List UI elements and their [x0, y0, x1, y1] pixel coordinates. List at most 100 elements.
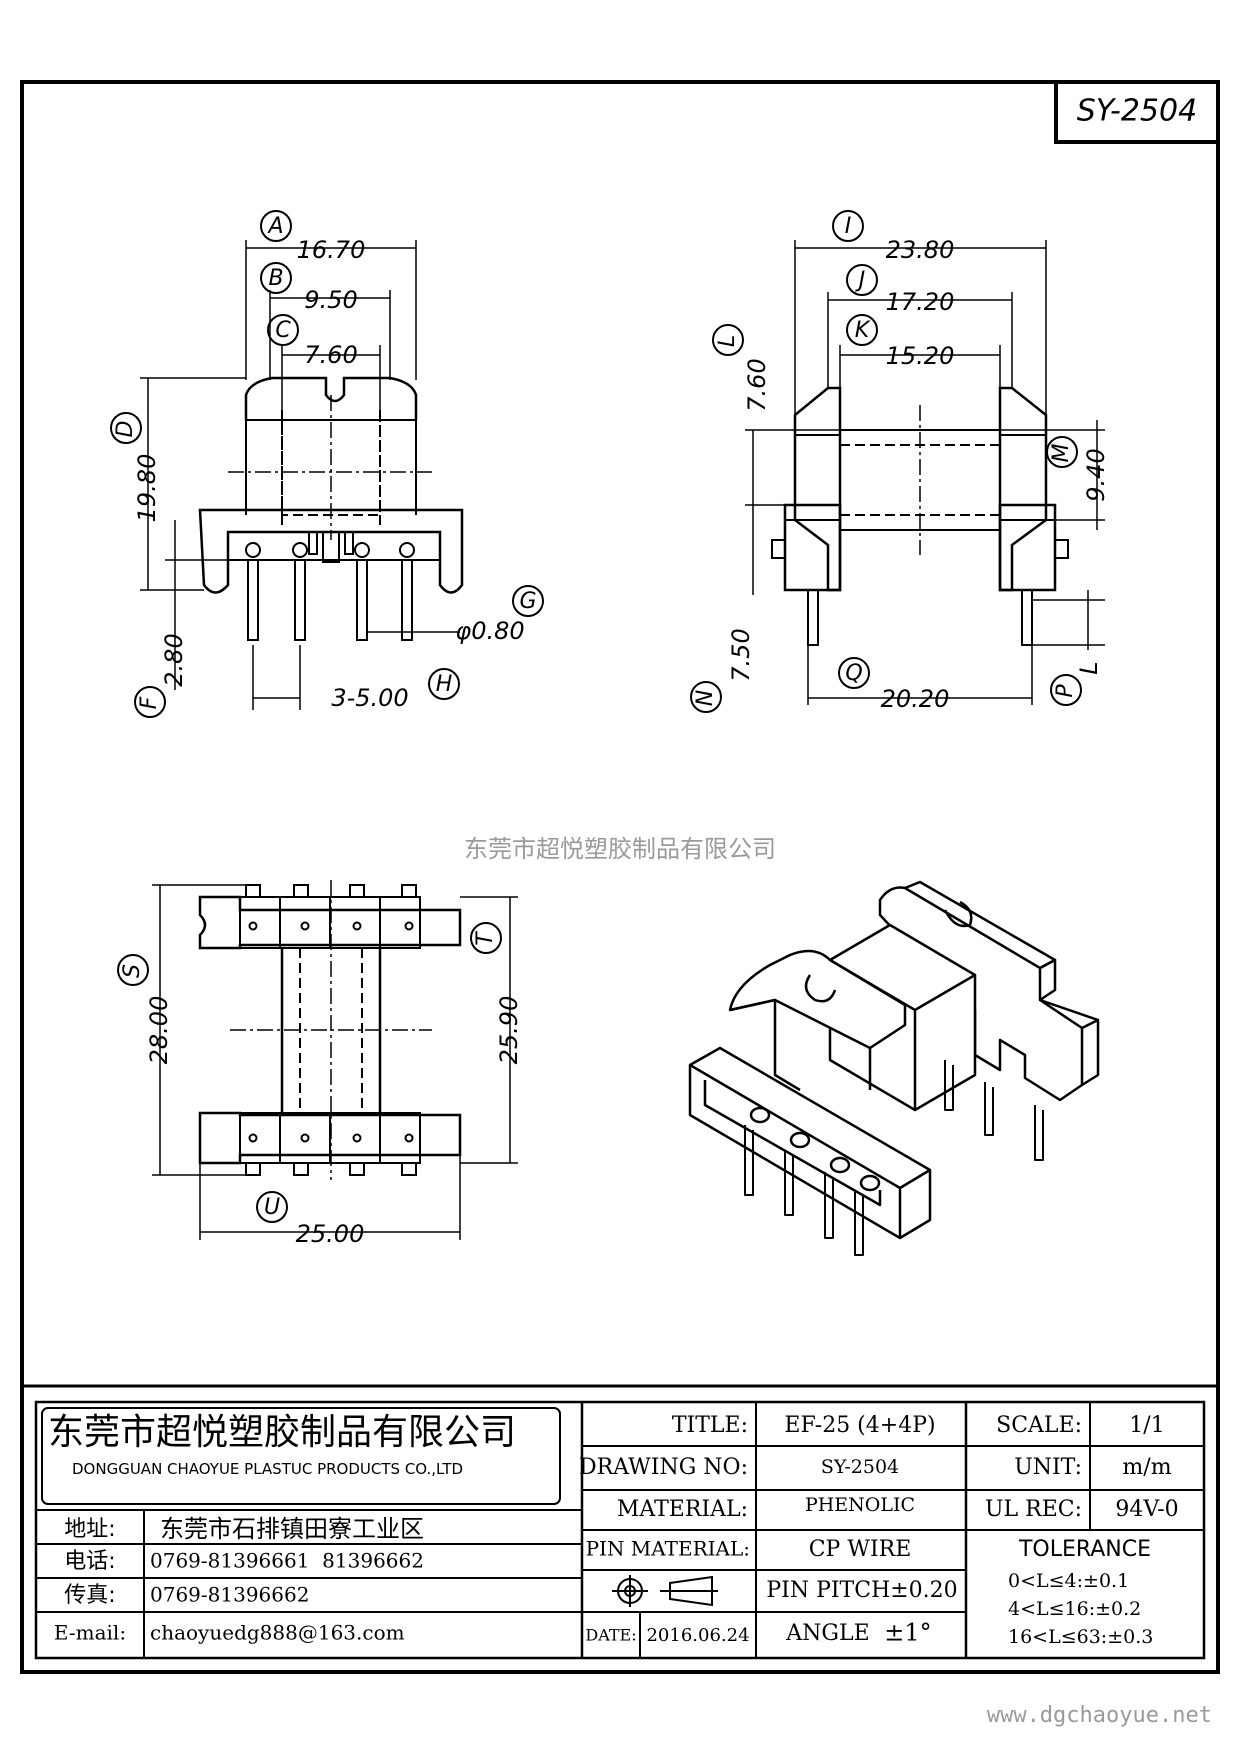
front-callouts: A B C D F G H: [110, 210, 544, 718]
dim-u-value: 25.00: [296, 1220, 365, 1248]
dim-a-value: 16.70: [297, 236, 366, 264]
callout-m: M: [1049, 443, 1074, 462]
right-pin: [1021, 589, 1033, 646]
fax-value: 0769-81396662: [150, 1583, 309, 1607]
isometric-view: [688, 880, 1100, 1256]
callout-h: H: [436, 672, 453, 697]
callout-t: T: [473, 931, 498, 946]
company-name-cn: 东莞市超悦塑胶制品有限公司: [48, 1412, 516, 1453]
scale-value: 1/1: [1129, 1413, 1164, 1438]
date-value: 2016.06.24: [646, 1625, 749, 1646]
tolerance-row-1: 0<L≤4:±0.1: [1008, 1570, 1129, 1592]
callout-d: D: [113, 421, 138, 438]
address-label: 地址:: [64, 1517, 115, 1542]
dim-pin-dia-value: φ0.80: [455, 617, 524, 645]
bottom-dimensions: [152, 884, 518, 1240]
dim-p-value: L: [1075, 661, 1103, 674]
outer-frame: [20, 80, 1220, 1674]
pins: [247, 559, 413, 641]
right-flange: [998, 386, 1048, 592]
front-view: 16.70 9.50 7.60 19.80 2.80 φ0.80 3-5.00 …: [110, 210, 544, 718]
pin-material-label: PIN MATERIAL:: [586, 1537, 750, 1561]
drawing-no-value: SY-2504: [821, 1456, 899, 1478]
dim-e-value: 2.80: [160, 633, 188, 686]
top-flange-outline: [244, 376, 418, 420]
iso-pins: [744, 1060, 1044, 1256]
dim-n-value: 7.50: [727, 628, 755, 681]
callout-u: U: [264, 1195, 280, 1220]
drawing-id-box: [1054, 80, 1220, 144]
projection-symbol-icon: [612, 1575, 718, 1607]
callout-s: S: [120, 964, 145, 978]
dim-h-value: 3-5.00: [331, 684, 408, 712]
base-block: [198, 508, 464, 594]
dim-d-value: 19.80: [133, 454, 161, 523]
fax-label: 传真:: [64, 1583, 115, 1608]
bottom-callouts: S T U: [117, 922, 502, 1223]
top-pin-pads: [239, 884, 421, 949]
callout-l: L: [715, 335, 740, 347]
email-label: E-mail:: [54, 1621, 126, 1645]
tolerance-row-2: 4<L≤16:±0.2: [1008, 1598, 1141, 1620]
dim-c-value: 7.60: [304, 341, 357, 369]
left-pin: [807, 589, 819, 646]
drawing-no-label: DRAWING NO:: [579, 1455, 748, 1480]
callout-q: Q: [845, 661, 862, 686]
dim-s-value: 28.00: [145, 996, 173, 1065]
angle-label: ANGLE: [785, 1621, 869, 1646]
dim-t-value: 25.90: [495, 996, 523, 1065]
dim-l-value: 7.60: [743, 358, 771, 411]
dim-k-value: 15.20: [886, 342, 955, 370]
drawing-id-label: SY-2504: [1077, 94, 1197, 129]
left-flange: [793, 386, 842, 592]
pin-studs: [245, 531, 415, 563]
tolerance-label: TOLERANCE: [1018, 1537, 1151, 1562]
ul-rec-value: 94V-0: [1115, 1497, 1178, 1522]
callout-p: P: [1053, 684, 1078, 698]
front-dimensions: [140, 240, 460, 710]
phone-label: 电话:: [64, 1549, 115, 1574]
bottom-top-flange: [198, 895, 462, 950]
title-label: TITLE:: [672, 1413, 748, 1438]
scale-label: SCALE:: [996, 1413, 1082, 1438]
title-block: 东莞市超悦塑胶制品有限公司 DONGGUAN CHAOYUE PLASTUC P…: [22, 1384, 1218, 1660]
side-dimensions: [745, 240, 1105, 705]
address-value: 东莞市石排镇田寮工业区: [160, 1515, 424, 1543]
pin-pitch-value: PIN PITCH±0.20: [766, 1578, 957, 1603]
pin-material-value: CP WIRE: [809, 1537, 912, 1562]
callout-n: N: [693, 690, 718, 706]
phone-value: 0769-81396661 81396662: [150, 1549, 424, 1573]
material-label: MATERIAL:: [617, 1497, 748, 1522]
angle-value: ±1°: [884, 1619, 931, 1647]
iso-studs: [749, 1106, 881, 1192]
date-label: DATE:: [585, 1626, 636, 1645]
tolerance-row-3: 16<L≤63:±0.3: [1008, 1626, 1153, 1648]
callout-b: B: [268, 266, 283, 291]
website-text[interactable]: www.dgchaoyue.net: [987, 1703, 1212, 1728]
callout-f: F: [137, 696, 162, 709]
dim-b-value: 9.50: [304, 286, 357, 314]
unit-label: UNIT:: [1014, 1455, 1082, 1480]
left-base: [783, 503, 842, 592]
callout-c: C: [275, 318, 291, 343]
unit-value: m/m: [1122, 1455, 1171, 1480]
dim-q-value: 20.20: [881, 685, 950, 713]
ul-rec-label: UL REC:: [985, 1497, 1082, 1522]
dim-j-value: 17.20: [886, 288, 955, 316]
company-name-en: DONGGUAN CHAOYUE PLASTUC PRODUCTS CO.,LT…: [72, 1460, 463, 1478]
side-callouts: I J K L M N Q P: [690, 210, 1082, 713]
callout-k: K: [855, 318, 871, 343]
callout-g: G: [519, 589, 536, 614]
callout-i: I: [845, 214, 852, 239]
material-value: PHENOLIC: [805, 1494, 915, 1516]
bottom-view: 28.00 25.90 25.00 S T U: [117, 880, 523, 1248]
dim-i-value: 23.80: [886, 236, 955, 264]
callout-j: J: [855, 268, 866, 293]
side-view: 23.80 17.20 15.20 7.60 9.40 7.50 20.20 L…: [690, 210, 1110, 713]
dim-m-value: 9.40: [1082, 448, 1110, 501]
callout-a: A: [266, 214, 283, 239]
watermark-text: 东莞市超悦塑胶制品有限公司: [464, 835, 776, 863]
title-value: EF-25 (4+4P): [784, 1413, 935, 1438]
email-value: chaoyuedg888@163.com: [150, 1621, 405, 1645]
